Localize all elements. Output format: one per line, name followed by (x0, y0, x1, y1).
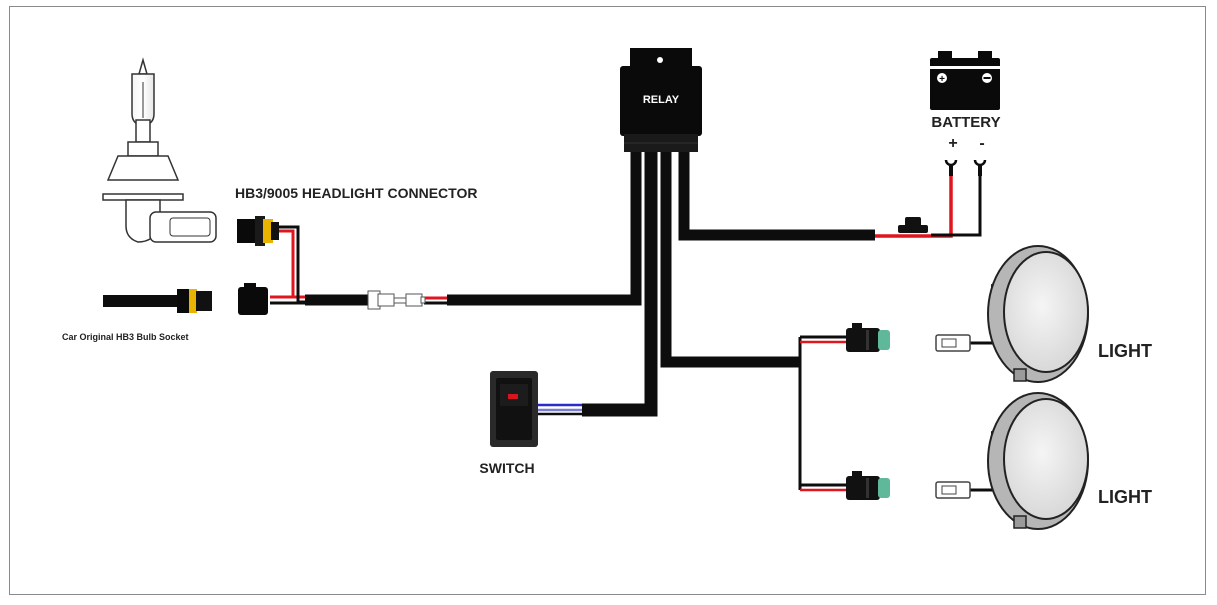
battery-label: BATTERY (931, 114, 1000, 131)
light-connector-top-icon (846, 323, 890, 352)
fog-light-top-icon (987, 245, 1089, 383)
wire-connector-icon (367, 290, 426, 310)
bulb-socket-label: Car Original HB3 Bulb Socket (62, 332, 189, 342)
relay-label: RELAY (643, 94, 680, 106)
female-connector-icon (237, 216, 279, 246)
light-top-label: LIGHT (1098, 341, 1152, 361)
light-bottom-label: LIGHT (1098, 487, 1152, 507)
lamp-plug-bottom-icon (935, 481, 971, 499)
battery-minus-label: - (979, 135, 984, 152)
relay-icon (620, 48, 702, 152)
battery-plus-label: + (948, 135, 957, 152)
svg-text:+: + (939, 74, 945, 85)
battery-icon: + (930, 51, 1000, 110)
headlight-connector-label: HB3/9005 HEADLIGHT CONNECTOR (235, 185, 477, 201)
fog-light-bottom-icon (987, 392, 1089, 530)
ring-terminal-icon (944, 159, 987, 176)
fuse-icon (898, 217, 928, 233)
switch-label: SWITCH (479, 460, 534, 476)
lamp-plug-top-icon (935, 334, 971, 352)
male-connector-icon (238, 283, 268, 315)
rocker-switch-icon (490, 371, 538, 447)
diagram-frame (9, 6, 1206, 595)
bulb-socket-icon (177, 289, 212, 313)
halogen-bulb-icon (102, 57, 217, 243)
wire-harness (103, 150, 1005, 492)
light-connector-bottom-icon (846, 471, 890, 500)
